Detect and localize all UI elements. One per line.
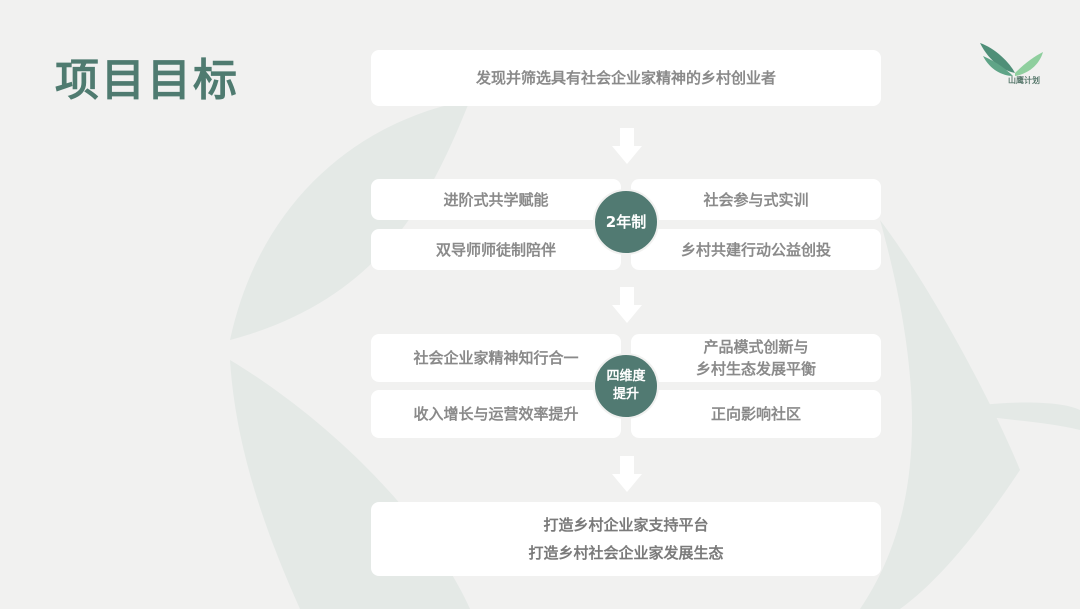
stage2-item: 产品模式创新与乡村生态发展平衡	[631, 334, 881, 382]
stage2-item: 社会企业家精神知行合一	[371, 334, 621, 382]
stage1-item: 进阶式共学赋能	[371, 179, 621, 220]
logo-text: 山鹰计划	[1008, 76, 1040, 85]
stage2-item: 收入增长与运营效率提升	[371, 390, 621, 438]
stage1-item: 社会参与式实训	[631, 179, 881, 220]
badge-text: 四维度	[606, 369, 646, 384]
goal-box-top: 发现并筛选具有社会企业家精神的乡村创业者	[371, 50, 881, 106]
item-text: 正向影响社区	[710, 405, 801, 423]
arrow-down-icon	[612, 456, 642, 492]
arrow-down-icon	[612, 128, 642, 164]
item-text: 收入增长与运营效率提升	[413, 405, 579, 423]
item-text: 乡村共建行动公益创投	[680, 240, 831, 259]
item-text: 进阶式共学赋能	[443, 190, 549, 209]
logo-bird-icon	[980, 43, 1043, 76]
item-text: 乡村生态发展平衡	[695, 360, 816, 378]
goal-box-bottom: 打造乡村企业家支持平台打造乡村社会企业家发展生态	[371, 502, 881, 576]
goal-text: 发现并筛选具有社会企业家精神的乡村创业者	[475, 69, 776, 87]
badge-text: 提升	[612, 387, 639, 402]
stage1-center-badge: 2年制	[593, 189, 659, 255]
stage1-item: 双导师师徒制陪伴	[371, 229, 621, 270]
stage2-center-badge: 四维度提升	[593, 353, 659, 419]
item-text: 双导师师徒制陪伴	[435, 240, 556, 259]
goal-text: 打造乡村社会企业家发展生态	[528, 544, 724, 562]
item-text: 产品模式创新与	[703, 338, 809, 356]
item-text: 社会参与式实训	[703, 190, 809, 209]
stage2-item: 正向影响社区	[631, 390, 881, 438]
stage1-item: 乡村共建行动公益创投	[631, 229, 881, 270]
goal-text: 打造乡村企业家支持平台	[543, 516, 709, 534]
item-text: 社会企业家精神知行合一	[413, 349, 579, 367]
page-title: 项目目标	[55, 55, 239, 106]
badge-text: 2年制	[605, 213, 647, 231]
arrow-down-icon	[612, 287, 642, 323]
